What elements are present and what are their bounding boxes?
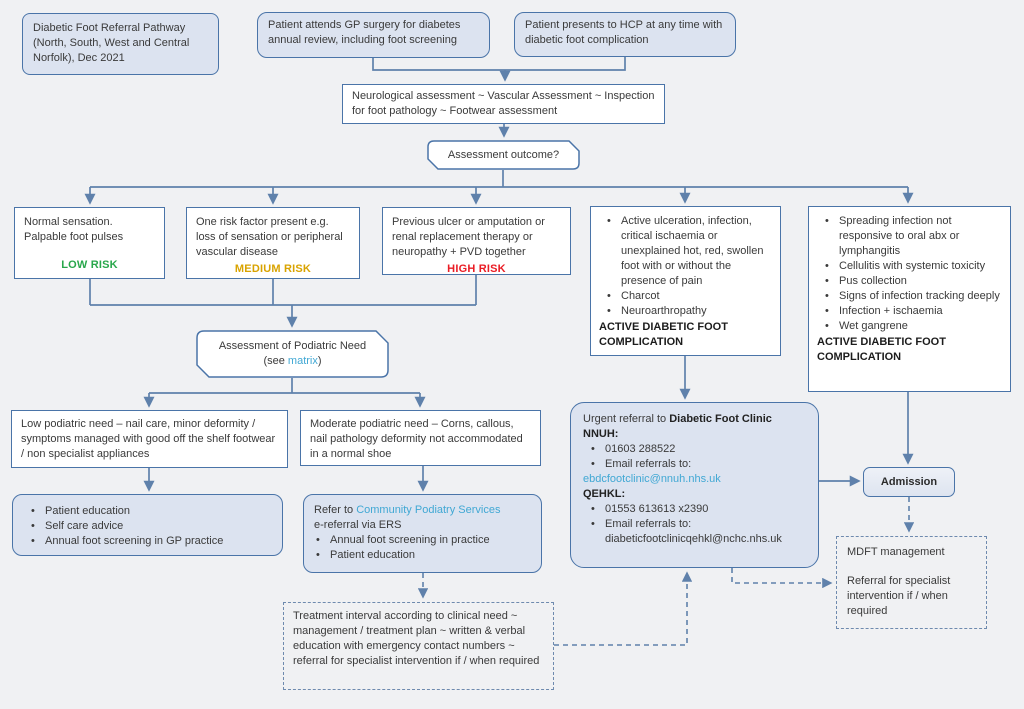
list-item: Self care advice bbox=[29, 519, 272, 534]
low-risk-box: Normal sensation. Palpable foot pulses L… bbox=[14, 207, 165, 279]
pathway-title-box: Diabetic Foot Referral Pathway (North, S… bbox=[22, 13, 219, 75]
list-item: Patient education bbox=[314, 548, 531, 563]
active-complication-list: Active ulceration, infection, critical i… bbox=[599, 214, 772, 319]
gp-review-text: Patient attends GP surgery for diabetes … bbox=[268, 19, 461, 46]
list-item: Annual foot screening in GP practice bbox=[29, 534, 272, 549]
list-item: Cellulitis with systemic toxicity bbox=[823, 259, 1002, 274]
community-podiatry-list: Annual foot screening in practicePatient… bbox=[314, 533, 531, 563]
qehkl-email-item: Email referrals to: diabeticfootclinicqe… bbox=[589, 517, 806, 547]
hcp-presentation-text: Patient presents to HCP at any time with… bbox=[525, 19, 723, 46]
gp-review-box: Patient attends GP surgery for diabetes … bbox=[257, 12, 490, 58]
matrix-link[interactable]: matrix bbox=[287, 355, 318, 367]
assessment-outcome-box: Assessment outcome? bbox=[427, 140, 580, 170]
see-prefix: (see bbox=[263, 355, 288, 367]
admission-box: Admission bbox=[863, 467, 955, 497]
list-item: Signs of infection tracking deeply bbox=[823, 289, 1002, 304]
high-risk-text: Previous ulcer or amputation or renal re… bbox=[392, 216, 545, 258]
list-item: Patient education bbox=[29, 504, 272, 519]
urgent-intro-text: Urgent referral to bbox=[583, 413, 670, 425]
hcp-presentation-box: Patient presents to HCP at any time with… bbox=[514, 12, 736, 57]
nnuh-email-label: Email referrals to: bbox=[589, 457, 806, 472]
patient-education-list: Patient educationSelf care adviceAnnual … bbox=[23, 504, 272, 549]
spreading-infection-label: ACTIVE DIABETIC FOOT COMPLICATION bbox=[817, 335, 946, 363]
refer-prefix: Refer to bbox=[314, 504, 357, 516]
medium-risk-label: MEDIUM RISK bbox=[234, 262, 312, 275]
medium-risk-box: One risk factor present e.g. loss of sen… bbox=[186, 207, 360, 279]
list-item: Active ulceration, infection, critical i… bbox=[605, 214, 772, 289]
mdft-line1: MDFT management bbox=[847, 546, 945, 558]
podiatric-need-box: Assessment of Podiatric Need (see matrix… bbox=[196, 330, 389, 378]
assessment-steps-text: Neurological assessment ~ Vascular Asses… bbox=[352, 90, 655, 117]
high-risk-label: HIGH RISK bbox=[447, 262, 506, 275]
qehkl-email-label: Email referrals to: bbox=[605, 517, 692, 530]
high-risk-box: Previous ulcer or amputation or renal re… bbox=[382, 207, 571, 275]
card-shape bbox=[427, 140, 580, 170]
mdft-management-box: MDFT management Referral for specialist … bbox=[836, 536, 987, 629]
qehkl-email: diabeticfootclinicqehkl@nchc.nhs.uk bbox=[605, 532, 782, 545]
nnuh-email-link[interactable]: ebdcfootclinic@nnuh.nhs.uk bbox=[583, 472, 721, 485]
spreading-infection-list: Spreading infection not responsive to or… bbox=[817, 214, 1002, 334]
list-item: Charcot bbox=[605, 289, 772, 304]
low-risk-label: LOW RISK bbox=[61, 258, 118, 271]
mdft-line2: Referral for specialist intervention if … bbox=[847, 574, 951, 617]
podiatric-need-line1: Assessment of Podiatric Need bbox=[218, 340, 367, 353]
treatment-interval-text: Treatment interval according to clinical… bbox=[293, 610, 540, 667]
list-item: Spreading infection not responsive to or… bbox=[823, 214, 1002, 259]
moderate-podiatric-need-box: Moderate podiatric need – Corns, callous… bbox=[300, 410, 541, 466]
treatment-interval-box: Treatment interval according to clinical… bbox=[283, 602, 554, 690]
active-complication-box: Active ulceration, infection, critical i… bbox=[590, 206, 781, 356]
diabetic-foot-clinic-label: Diabetic Foot Clinic bbox=[669, 413, 772, 425]
community-podiatry-box: Refer to Community Podiatry Services e-r… bbox=[303, 494, 542, 573]
community-podiatry-link[interactable]: Community Podiatry Services bbox=[356, 504, 501, 516]
list-item: Wet gangrene bbox=[823, 319, 1002, 334]
card-shape bbox=[196, 330, 389, 378]
moderate-podiatric-need-text: Moderate podiatric need – Corns, callous… bbox=[310, 418, 523, 460]
low-risk-text: Normal sensation. Palpable foot pulses bbox=[24, 216, 124, 243]
nnuh-label: NNUH: bbox=[583, 427, 619, 440]
low-podiatric-need-box: Low podiatric need – nail care, minor de… bbox=[11, 410, 288, 468]
list-item: Annual foot screening in practice bbox=[314, 533, 531, 548]
low-podiatric-need-text: Low podiatric need – nail care, minor de… bbox=[21, 418, 276, 460]
qehkl-label: QEHKL: bbox=[583, 487, 626, 500]
list-item: Infection + ischaemia bbox=[823, 304, 1002, 319]
ers-line: e-referral via ERS bbox=[314, 518, 402, 531]
active-complication-label: ACTIVE DIABETIC FOOT COMPLICATION bbox=[599, 320, 728, 348]
assessment-steps-box: Neurological assessment ~ Vascular Asses… bbox=[342, 84, 665, 124]
see-suffix: ) bbox=[317, 355, 322, 367]
podiatric-need-line2: (see matrix) bbox=[263, 354, 321, 369]
list-item: Neuroarthropathy bbox=[605, 304, 772, 319]
medium-risk-text: One risk factor present e.g. loss of sen… bbox=[196, 216, 343, 258]
patient-education-box: Patient educationSelf care adviceAnnual … bbox=[12, 494, 283, 556]
spreading-infection-box: Spreading infection not responsive to or… bbox=[808, 206, 1011, 392]
urgent-referral-box: Urgent referral to Diabetic Foot Clinic … bbox=[570, 402, 819, 568]
nnuh-phone: 01603 288522 bbox=[589, 442, 806, 457]
list-item: Pus collection bbox=[823, 274, 1002, 289]
pathway-title: Diabetic Foot Referral Pathway (North, S… bbox=[33, 22, 190, 64]
admission-label: Admission bbox=[880, 475, 938, 488]
urgent-referral-intro: Urgent referral to Diabetic Foot Clinic bbox=[583, 412, 806, 427]
assessment-outcome-text: Assessment outcome? bbox=[447, 148, 560, 161]
community-referral-line: Refer to Community Podiatry Services bbox=[314, 503, 531, 518]
qehkl-phone: 01553 613613 x2390 bbox=[589, 502, 806, 517]
